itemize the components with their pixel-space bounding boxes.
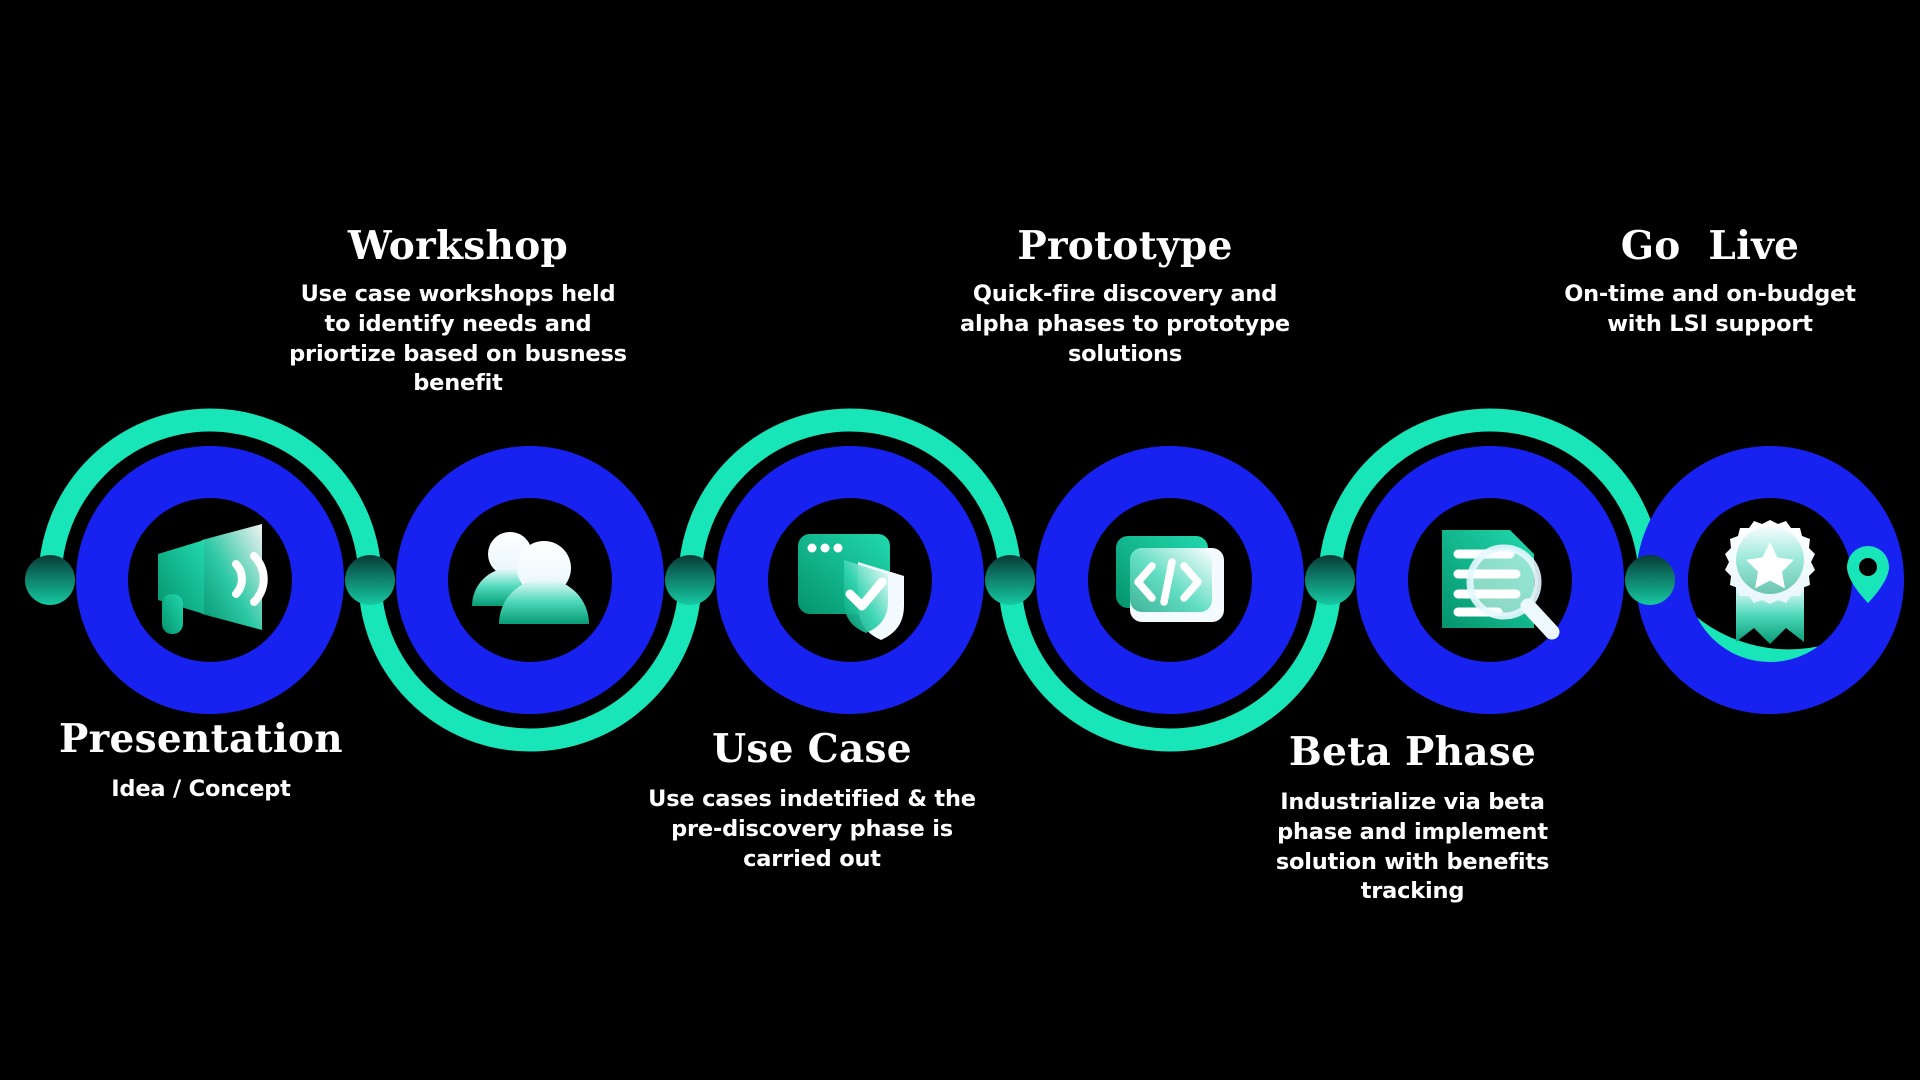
stage-title-workshop: Workshop: [347, 223, 569, 269]
stage-description-go-live: On-time and on-budget with LSI support: [1564, 280, 1856, 337]
stage-description-prototype: Quick-fire discovery and alpha phases to…: [960, 280, 1290, 367]
stage-description-workshop: Use case workshops held to identify need…: [289, 280, 627, 397]
stage-label-workshop: Workshop Use case workshops held to iden…: [288, 223, 628, 399]
connector-dot-1: [345, 555, 395, 605]
connector-dot-3: [985, 555, 1035, 605]
stage-description-beta-phase: Industrialize via beta phase and impleme…: [1275, 788, 1550, 905]
code-window-icon: [1116, 536, 1224, 622]
wave-connector-dots: [25, 555, 1675, 605]
stage-label-presentation: Presentation Idea / Concept: [30, 716, 372, 805]
browser-shield-check-icon: [798, 534, 904, 640]
stage-title-use-case: Use Case: [712, 726, 912, 772]
wave-arc-4: [998, 568, 1342, 752]
document-search-icon: [1442, 530, 1560, 640]
ring-use-case: [716, 446, 984, 714]
ring-beta-phase: [1356, 446, 1624, 714]
ring-presentation: [76, 446, 344, 714]
wave-arc-3: [678, 408, 1022, 592]
connector-dot-start: [25, 555, 75, 605]
wave-arc-5: [1318, 408, 1662, 592]
stage-label-use-case: Use Case Use cases indetified & the pre-…: [637, 726, 987, 874]
stage-title-presentation: Presentation: [59, 716, 343, 762]
wave-arc-2: [358, 568, 702, 752]
stage-label-beta-phase: Beta Phase Industrialize via beta phase …: [1240, 729, 1585, 907]
ring-prototype: [1036, 446, 1304, 714]
megaphone-icon: [158, 524, 268, 634]
award-ribbon-icon: [1725, 520, 1815, 644]
ring-workshop: [396, 446, 664, 714]
stage-title-beta-phase: Beta Phase: [1288, 729, 1537, 775]
stage-label-prototype: Prototype Quick-fire discovery and alpha…: [955, 223, 1295, 369]
stage-description-presentation: Idea / Concept: [111, 775, 291, 802]
connector-dot-5: [1625, 555, 1675, 605]
stage-title-prototype: Prototype: [1017, 223, 1233, 269]
stage-label-go-live: Go Live On-time and on-budget with LSI s…: [1545, 223, 1875, 340]
stage-title-go-live: Go Live: [1620, 223, 1800, 269]
connector-dot-2: [665, 555, 715, 605]
wave-arc-1: [38, 408, 382, 592]
stage-description-use-case: Use cases indetified & the pre-discovery…: [648, 785, 976, 872]
connector-dot-4: [1305, 555, 1355, 605]
people-group-icon: [472, 532, 589, 624]
location-pin-icon: [1847, 546, 1889, 603]
